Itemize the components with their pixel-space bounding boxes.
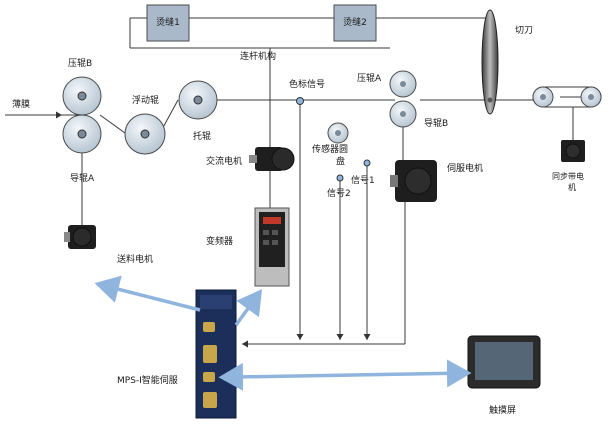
heat-seal-2-label: 烫缝2 [343,16,367,28]
linkage-label: 连杆机构 [240,50,276,62]
heat-seal-1-label: 烫缝1 [156,16,180,28]
command-arrows [94,275,472,391]
feed-motor-label: 送料电机 [117,253,153,265]
guide-roller-b-label: 导辊B [424,117,448,129]
float-roller-label: 浮动辊 [132,94,159,106]
film-label: 薄膜 [12,98,30,110]
sensor-disc [327,122,349,144]
press-roller-a-label: 压辊A [357,72,382,84]
ac-motor [249,147,295,171]
heat-seal-2-box: 烫缝2 [333,4,377,42]
signal-2-sensor [336,174,344,182]
signal-2-label: 信号2 [327,187,351,199]
float-roller [124,113,166,155]
signal-1-label: 信号1 [351,174,375,186]
press-roller-b-label: 压辊B [68,57,92,69]
mps-controller [195,289,237,419]
press-roller-a [389,70,417,98]
ac-motor-label: 交流电机 [206,155,242,167]
sensor-disc-label-2: 盘 [336,155,345,167]
sync-belt [532,86,602,108]
color-mark-sensor [296,97,304,105]
servo-motor [390,160,437,202]
sync-belt-motor-label-2: 机 [568,182,576,192]
signal-1-sensor [363,159,371,167]
feed-motor [64,225,96,249]
touchscreen-label: 触摸屏 [489,404,516,416]
guide-roller-b [389,100,417,128]
servo-motor-label: 伺服电机 [447,162,483,174]
controller-label: MPS-I智能伺服 [117,374,178,386]
support-roller [178,80,218,120]
color-mark-label: 色标信号 [289,78,325,90]
support-roller-label: 托辊 [193,130,211,142]
heat-seal-1-box: 烫缝1 [146,4,190,42]
sync-belt-motor-label-1: 同步带电 [552,171,584,181]
film-path [5,96,600,134]
press-roller-b [62,76,102,116]
guide-roller-a-label: 导辊A [70,172,95,184]
top-frame [129,17,490,150]
inverter-label: 变频器 [206,235,233,247]
guide-roller-a [62,114,102,154]
cutter-label: 切刀 [515,25,533,36]
cutter-blade [481,9,499,115]
inverter [254,207,290,287]
sync-belt-motor [561,140,585,162]
sensor-disc-label-1: 传感器圆 [312,143,348,155]
touchscreen [467,335,541,389]
